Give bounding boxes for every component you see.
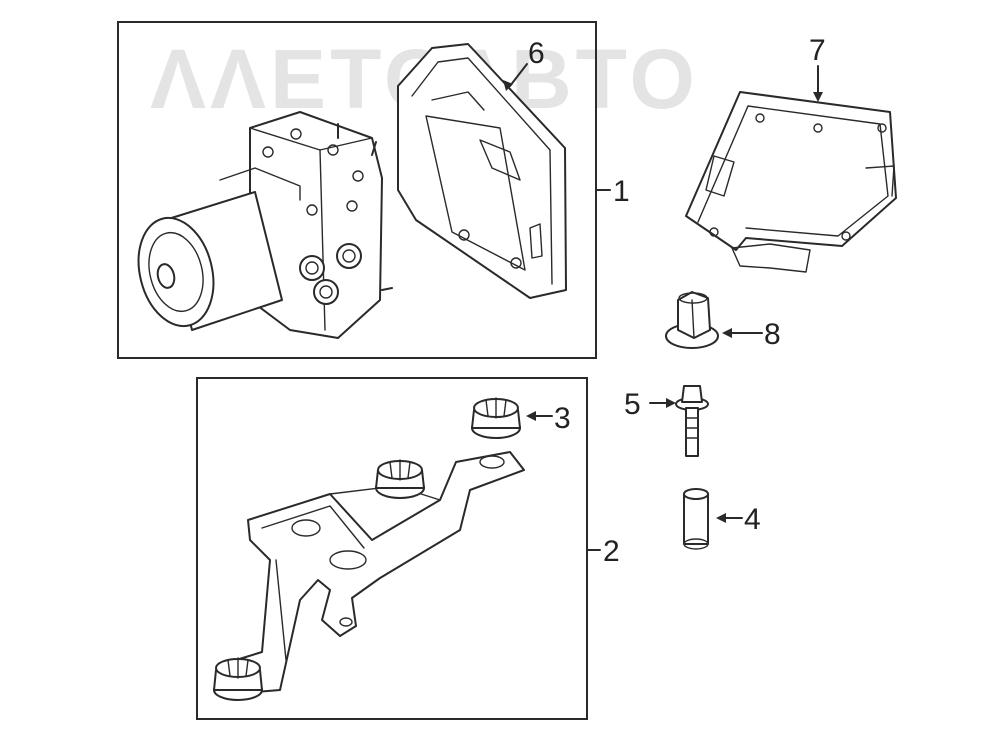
grommet-bracket-bottom [213,657,263,701]
group-box-2 [196,377,588,720]
callout-6-arrowhead [503,80,513,91]
callout-1: 1 [613,175,630,208]
callout-5: 5 [624,388,641,421]
control-module [397,43,567,299]
callout-3-arrowhead [526,411,536,421]
callout-7: 7 [809,34,826,67]
callout-6-leader [509,63,528,87]
grommet-bracket-top [375,459,425,499]
callout-6: 6 [528,37,545,70]
callout-3: 3 [554,402,571,435]
sleeve-part [683,488,709,550]
callout-5-arrowhead [666,398,676,408]
callout-8-arrowhead [722,328,732,338]
nut-part [665,291,719,349]
callout-4: 4 [744,503,761,536]
callout-4-arrowhead [716,513,726,523]
callout-2: 2 [603,535,620,568]
grommet-part [471,397,521,439]
callout-7-arrowhead [813,92,823,102]
electronic-control-unit [685,91,897,273]
abs-hydraulic-unit [137,111,393,339]
callout-8: 8 [764,318,781,351]
bolt-part [675,385,709,457]
